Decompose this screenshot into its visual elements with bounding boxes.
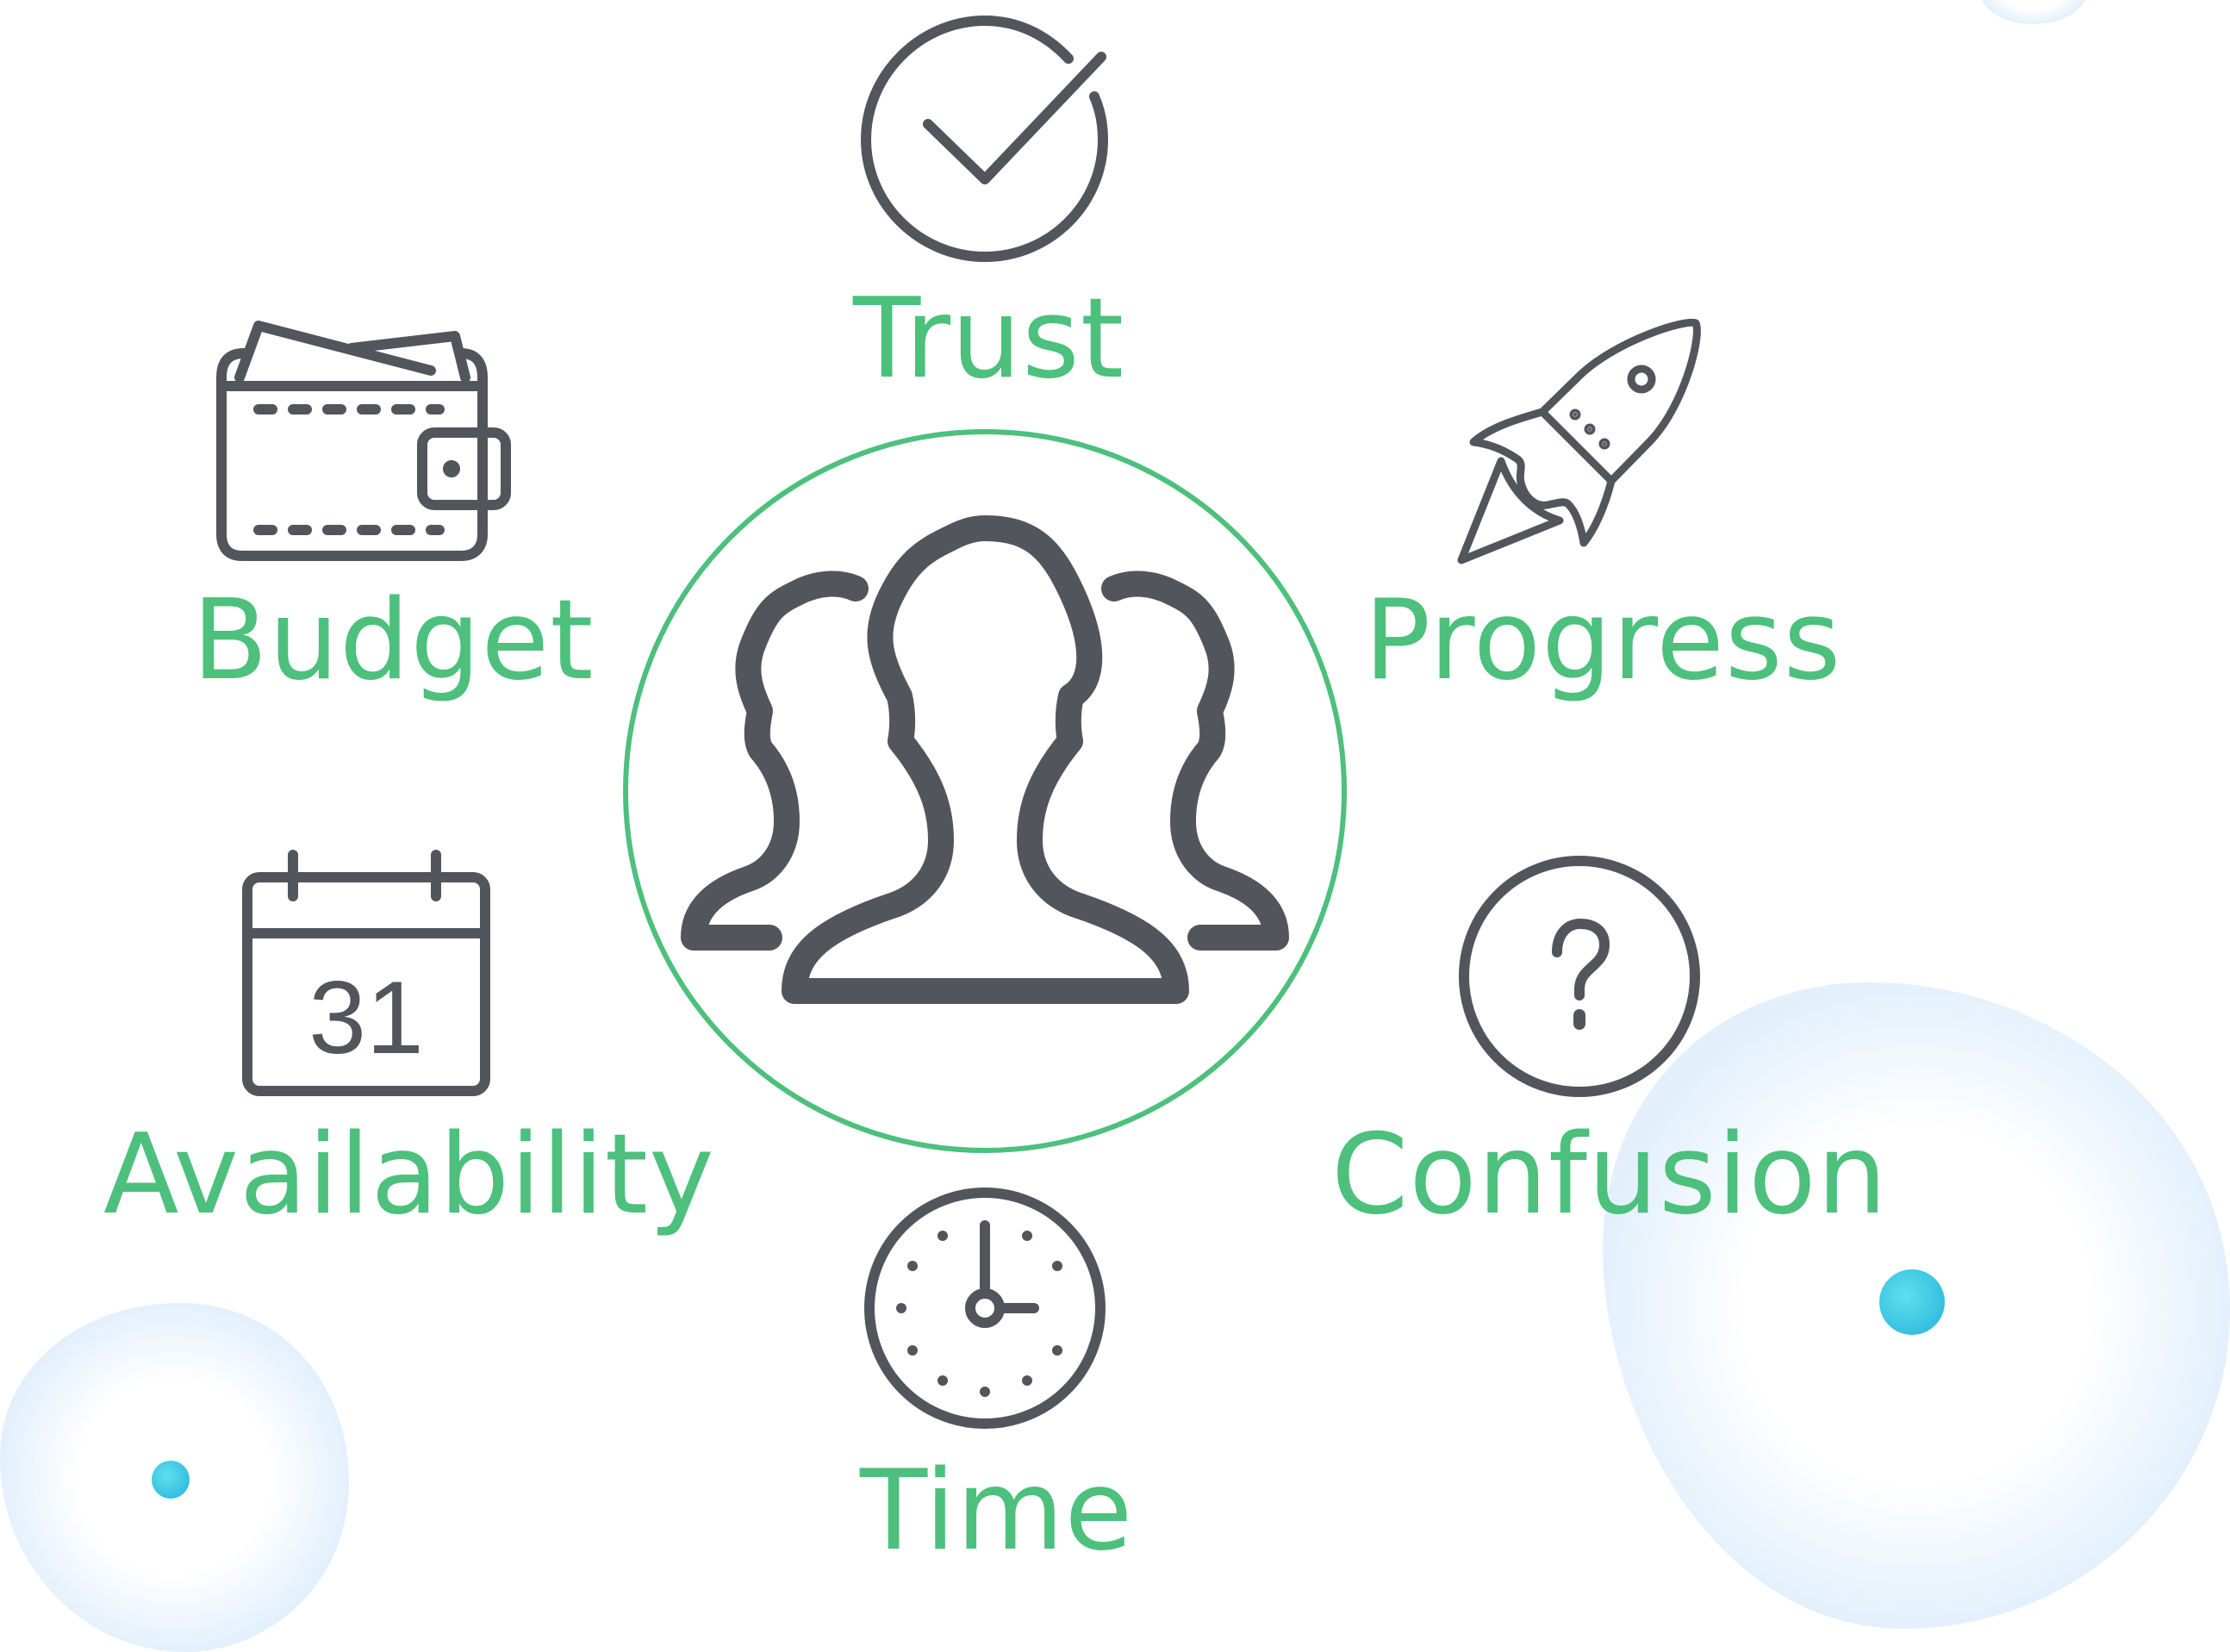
question-circle-icon — [1459, 856, 1700, 1097]
calendar-icon — [242, 850, 490, 1096]
label-budget: Budget — [192, 577, 595, 705]
bubble-bottom-left — [0, 1303, 349, 1652]
users-group-icon — [681, 515, 1289, 1004]
bubble-bottom-right — [1603, 982, 2230, 1629]
label-confusion: Confusion — [1331, 1111, 1888, 1239]
rocket-icon — [1457, 318, 1701, 564]
bubble-dot-large — [1879, 1269, 1945, 1335]
calendar-date-text: 31 — [308, 960, 423, 1075]
center-circle — [623, 429, 1347, 1153]
bubble-dot-small — [152, 1461, 190, 1499]
label-time: Time — [860, 1447, 1134, 1575]
check-circle-icon — [861, 16, 1108, 262]
label-progress: Progress — [1364, 577, 1842, 705]
label-trust: Trust — [853, 275, 1124, 403]
wallet-icon — [216, 321, 511, 561]
label-availability: Availability — [103, 1111, 715, 1239]
bubble-top-right — [1982, 0, 2085, 24]
clock-icon — [864, 1188, 1106, 1429]
